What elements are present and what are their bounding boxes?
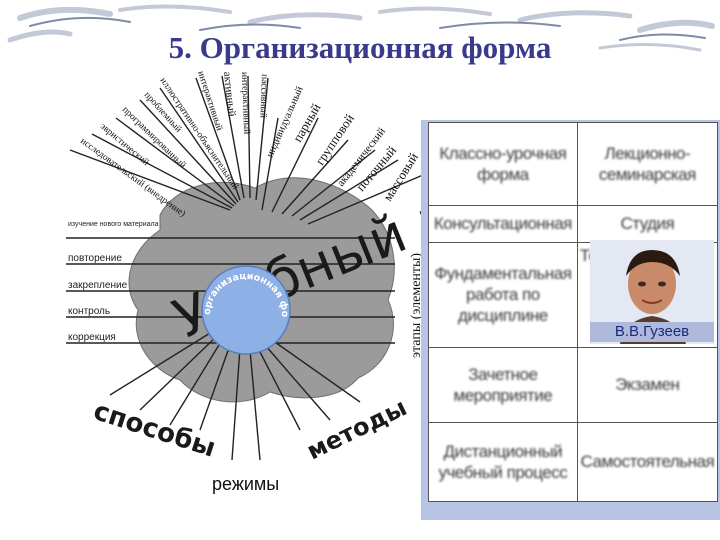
- bottom-label-methods: методы: [302, 393, 411, 465]
- bottom-fan-lines: [109, 329, 361, 461]
- table-row: Консультационная Студия: [428, 205, 719, 243]
- method-label-interactive-2: интерактивный: [239, 72, 252, 135]
- bottom-label-modes: режимы: [212, 474, 279, 494]
- table-cell: Консультационная: [428, 205, 578, 243]
- learning-process-diagram: изучение нового материала повторение зак…: [40, 62, 440, 494]
- method-label-interactive-1: интерактивный: [195, 70, 225, 133]
- stage-label-new-material: изучение нового материала: [68, 221, 159, 228]
- table-cell: Зачетное мероприятие: [428, 346, 578, 423]
- table-cell: Экзамен: [576, 346, 719, 423]
- form-fan-lines: [261, 117, 431, 225]
- stage-label-consolidation: закрепление: [68, 280, 128, 291]
- method-fan-lines: [69, 75, 269, 211]
- method-label-active: активный: [221, 71, 238, 117]
- stage-label-correction: коррекция: [68, 332, 116, 343]
- stages-label: этапы (элементы): [409, 253, 424, 358]
- table-cell: Дистанционный учебный процесс: [428, 421, 578, 503]
- decorative-brush-strokes: [7, 4, 715, 52]
- table-cell: Фундаментальная работа по дисциплине: [428, 241, 578, 348]
- table-cell: Классно-урочная форма: [428, 121, 578, 207]
- table-cell: Самостоятельная: [576, 421, 719, 503]
- table-cell: Лекционно-семинарская: [576, 121, 719, 207]
- forms-table: Классно-урочная форма Лекционно-семинарс…: [428, 121, 719, 503]
- bottom-label-ways: способы: [90, 396, 219, 464]
- table-row: Классно-урочная форма Лекционно-семинарс…: [428, 121, 719, 207]
- stage-label-control: контроль: [68, 306, 110, 317]
- method-label-passive: пассивный: [257, 74, 270, 118]
- hub-circle: [201, 265, 291, 355]
- table-row: Зачетное мероприятие Экзамен: [428, 346, 719, 423]
- photo-caption: В.В.Гузеев: [590, 322, 714, 342]
- form-label-group: групповой: [312, 111, 357, 168]
- slide-title: 5. Организационная форма: [168, 30, 552, 65]
- table-cell: Студия: [576, 205, 719, 243]
- table-row: Дистанционный учебный процесс Самостояте…: [428, 421, 719, 503]
- stage-label-repetition: повторение: [68, 253, 122, 264]
